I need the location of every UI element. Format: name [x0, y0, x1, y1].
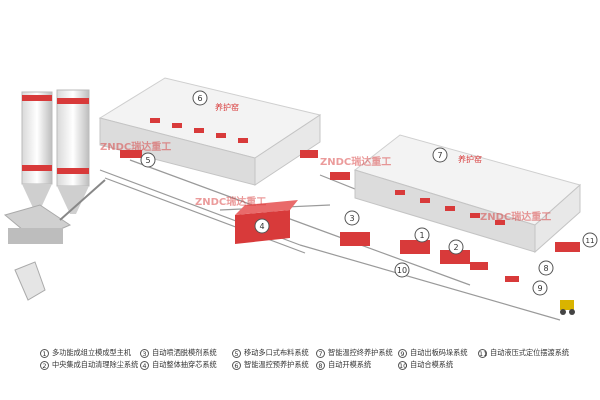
factory-illustration: 养护窑 养护窑: [3, 77, 598, 321]
brand-watermark: ZNDC瑞达重工: [195, 195, 266, 208]
svg-text:9: 9: [537, 284, 542, 293]
mould-units: [120, 118, 519, 282]
callout-markers: 6 5 4 7 3 1 2 10 8 9 11: [140, 90, 598, 296]
svg-text:3: 3: [349, 214, 354, 223]
callout-7: 7: [432, 147, 448, 163]
callout-1: 1: [414, 227, 430, 243]
svg-text:6: 6: [197, 94, 202, 103]
callout-4: 4: [254, 218, 270, 234]
svg-text:2: 2: [453, 243, 458, 252]
right-hall-label: 养护窑: [458, 154, 482, 164]
callout-11: 11: [582, 232, 598, 248]
svg-text:7: 7: [437, 151, 442, 160]
cement-silos: [21, 89, 90, 214]
svg-text:10: 10: [397, 266, 407, 275]
svg-text:5: 5: [145, 156, 150, 165]
callout-9: 9: [532, 280, 548, 296]
brand-watermark: ZNDC瑞达重工: [480, 210, 551, 223]
right-curing-hall: 养护窑: [353, 134, 582, 254]
callout-2: 2: [448, 239, 464, 255]
callout-3: 3: [344, 210, 360, 226]
svg-text:1: 1: [419, 231, 424, 240]
callout-5: 5: [140, 152, 156, 168]
callout-8: 8: [538, 260, 554, 276]
callout-6: 6: [192, 90, 208, 106]
svg-text:4: 4: [259, 222, 264, 231]
svg-text:11: 11: [586, 237, 595, 245]
forklift: [560, 300, 575, 315]
callout-10: 10: [394, 262, 410, 278]
left-curing-hall: 养护窑: [98, 77, 322, 186]
svg-text:8: 8: [543, 264, 548, 273]
brand-watermark: ZNDC瑞达重工: [100, 140, 171, 153]
left-hall-label: 养护窑: [215, 102, 239, 112]
mixing-plant: [3, 179, 106, 301]
brand-watermark: ZNDC瑞达重工: [320, 155, 391, 168]
center-machines: [340, 232, 580, 264]
